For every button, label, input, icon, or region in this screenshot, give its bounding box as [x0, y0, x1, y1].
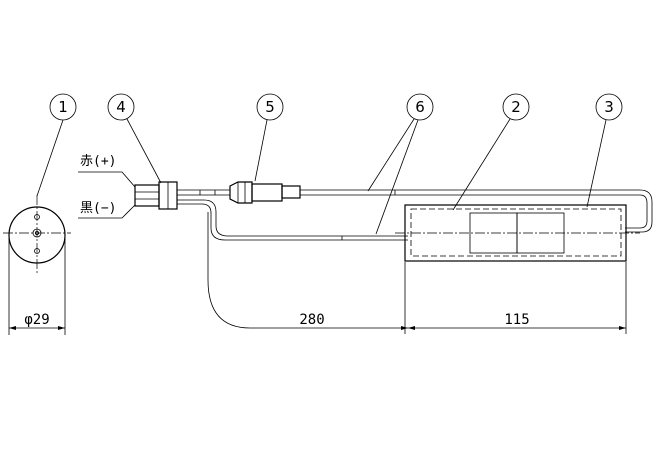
callout-3-number: 3	[604, 98, 614, 116]
diameter-dimension: φ29	[8, 236, 66, 335]
diameter-value: φ29	[24, 312, 49, 328]
callout-6-number: 6	[415, 98, 425, 116]
callout-2: 2	[452, 93, 530, 211]
cable-length-value: 280	[299, 312, 324, 328]
battery-pack	[395, 204, 640, 262]
battery-end-view	[3, 195, 71, 275]
length-dimensions: 280 115	[207, 212, 627, 334]
callout-2-number: 2	[511, 98, 521, 116]
upper-wire	[177, 181, 653, 233]
body-length-value: 115	[504, 312, 529, 328]
callout-4: 4	[107, 93, 162, 184]
callout-3: 3	[586, 93, 623, 208]
connector-4	[134, 181, 178, 210]
callout-1-number: 1	[58, 98, 68, 116]
red-wire-label: 赤(+)	[80, 154, 116, 169]
callout-5-number: 5	[265, 98, 275, 116]
wire-label-black: 黒(−)	[78, 201, 136, 219]
lower-wire	[177, 199, 408, 241]
callout-5: 5	[254, 93, 284, 182]
wire-label-red: 赤(+)	[78, 154, 136, 188]
callout-1: 1	[36, 93, 77, 197]
black-wire-label: 黒(−)	[80, 201, 116, 216]
callout-6: 6	[367, 93, 434, 235]
callout-4-number: 4	[116, 98, 126, 116]
